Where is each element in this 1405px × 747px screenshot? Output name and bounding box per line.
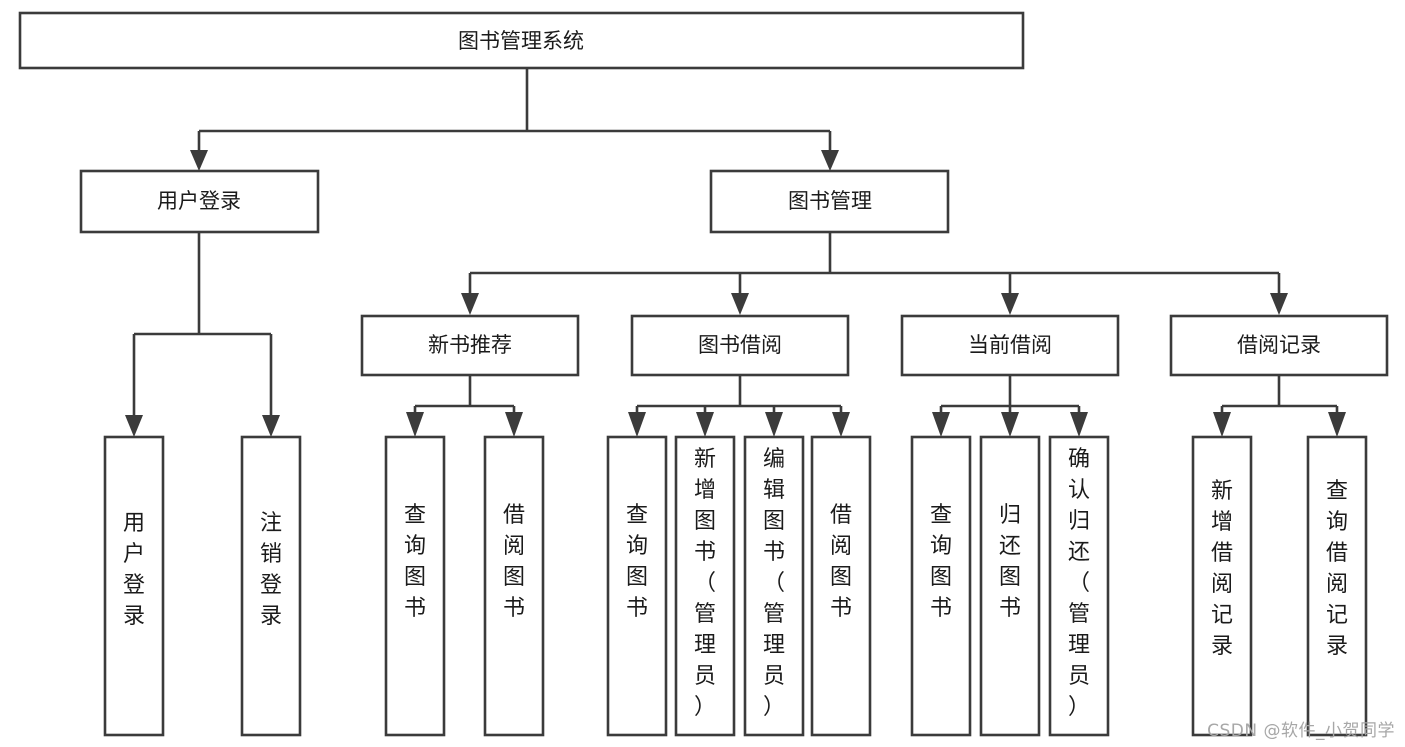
leaf-records-query-label: 查询借阅记录 (1326, 479, 1348, 659)
node-book-borrow-box[interactable] (630, 314, 850, 377)
leaf-node[interactable]: 新增借阅记录 (1191, 435, 1253, 737)
leaf-bookborrow-edit-label: 编辑图书（管理员） (763, 447, 785, 720)
leaf-user-login-label: 用户登录 (123, 511, 145, 629)
node-root[interactable]: 图书管理系统 (18, 11, 1025, 70)
leaf-node[interactable]: 查询图书 (384, 435, 446, 737)
leaf-bookborrow-borrow-label: 借阅图书 (830, 503, 852, 621)
node-new-book-recommend-box[interactable] (360, 314, 580, 377)
node-new-book-recommend[interactable]: 新书推荐 (360, 314, 580, 377)
leaf-logout-box[interactable] (240, 435, 302, 737)
arrow-head-leaf-newbook-1 (406, 412, 424, 437)
leaf-logout-label: 注销登录 (260, 511, 282, 629)
node-root-box[interactable] (18, 11, 1025, 70)
arrow-head-leaf-bookborrow-1 (628, 412, 646, 437)
leaf-currentborrow-confirm-box[interactable] (1048, 435, 1110, 737)
node-book-management[interactable]: 图书管理 (709, 169, 950, 234)
leaf-node[interactable]: 编辑图书（管理员） (743, 435, 805, 737)
node-root-label: 图书管理系统 (458, 29, 584, 53)
node-borrow-records-box[interactable] (1169, 314, 1389, 377)
arrow-head-bookborrow (731, 293, 749, 315)
leaf-bookborrow-edit-box[interactable] (743, 435, 805, 737)
node-book-management-box[interactable] (709, 169, 950, 234)
arrow-head-leaf-user-login-1 (125, 415, 143, 437)
arrow-head-leaf-bookborrow-3 (765, 412, 783, 437)
node-borrow-records[interactable]: 借阅记录 (1169, 314, 1389, 377)
leaf-bookborrow-borrow-box[interactable] (810, 435, 872, 737)
arrow-head-leaf-borrowrecords-1 (1213, 412, 1231, 437)
node-book-borrow-label: 图书借阅 (698, 333, 782, 357)
leaf-bookborrow-add-label: 新增图书（管理员） (694, 447, 716, 720)
leaf-records-query-box[interactable] (1306, 435, 1368, 737)
leaf-user-login-box[interactable] (103, 435, 165, 737)
arrow-head-leaf-user-login-2 (262, 415, 280, 437)
node-current-borrow-box[interactable] (900, 314, 1120, 377)
arrow-head-leaf-currentborrow-2 (1001, 412, 1019, 437)
leaf-newbook-borrow-label: 借阅图书 (503, 503, 525, 621)
node-current-borrow-label: 当前借阅 (968, 333, 1052, 357)
leaf-bookborrow-query-label: 查询图书 (626, 503, 648, 621)
leaf-node[interactable]: 新增图书（管理员） (674, 435, 736, 737)
arrow-head-leaf-bookborrow-2 (696, 412, 714, 437)
arrow-head-borrowrecords (1270, 293, 1288, 315)
leaf-node[interactable]: 查询借阅记录 (1306, 435, 1368, 737)
node-new-book-recommend-label: 新书推荐 (428, 333, 512, 357)
arrow-head-newbook (461, 293, 479, 315)
leaf-node[interactable]: 用户登录 (103, 435, 165, 737)
leaf-node[interactable]: 借阅图书 (810, 435, 872, 737)
leaf-currentborrow-confirm-label: 确认归还（管理员） (1068, 447, 1090, 720)
leaf-newbook-borrow-box[interactable] (483, 435, 545, 737)
leaf-node[interactable]: 查询图书 (910, 435, 972, 737)
leaf-newbook-query-box[interactable] (384, 435, 446, 737)
leaf-currentborrow-query-box[interactable] (910, 435, 972, 737)
leaf-records-add-box[interactable] (1191, 435, 1253, 737)
leaf-currentborrow-return-box[interactable] (979, 435, 1041, 737)
node-user-login[interactable]: 用户登录 (79, 169, 320, 234)
leaf-node[interactable]: 查询图书 (606, 435, 668, 737)
node-book-management-label: 图书管理 (788, 189, 872, 213)
arrow-head-leaf-currentborrow-3 (1070, 412, 1088, 437)
leaf-newbook-query-label: 查询图书 (404, 503, 426, 621)
node-borrow-records-label: 借阅记录 (1237, 333, 1321, 357)
leaf-node[interactable]: 归还图书 (979, 435, 1041, 737)
leaf-node[interactable]: 借阅图书 (483, 435, 545, 737)
leaf-node[interactable]: 确认归还（管理员） (1048, 435, 1110, 737)
leaf-records-add-label: 新增借阅记录 (1211, 479, 1233, 659)
arrow-head-leaf-newbook-2 (505, 412, 523, 437)
arrow-head-bookmgmt (821, 150, 839, 171)
arrow-head-leaf-currentborrow-1 (932, 412, 950, 437)
leaf-bookborrow-add-box[interactable] (674, 435, 736, 737)
arrow-head-leaf-borrowrecords-2 (1328, 412, 1346, 437)
connectors-group (125, 68, 1346, 437)
leaf-node[interactable]: 注销登录 (240, 435, 302, 737)
arrow-head-leaf-bookborrow-4 (832, 412, 850, 437)
leaf-currentborrow-return-label: 归还图书 (999, 503, 1021, 621)
leaf-bookborrow-query-box[interactable] (606, 435, 668, 737)
node-book-borrow[interactable]: 图书借阅 (630, 314, 850, 377)
arrow-head-userlogin (190, 150, 208, 171)
leaf-currentborrow-query-label: 查询图书 (930, 503, 952, 621)
node-current-borrow[interactable]: 当前借阅 (900, 314, 1120, 377)
arrow-head-currentborrow (1001, 293, 1019, 315)
node-user-login-label: 用户登录 (157, 189, 241, 213)
node-user-login-box[interactable] (79, 169, 320, 234)
